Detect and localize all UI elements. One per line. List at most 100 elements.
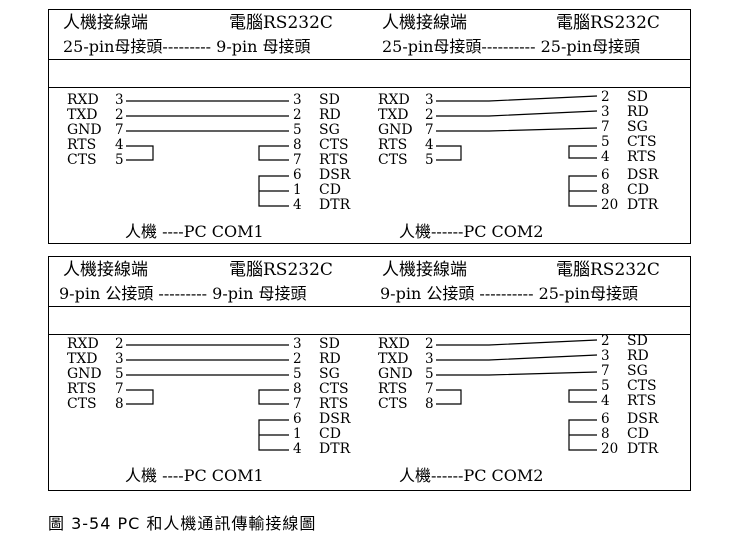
- pc-signal: SG: [319, 122, 340, 138]
- hmi-signal: RTS: [378, 381, 408, 397]
- connector-line: 25-pin母接頭--------- 9-pin 母接頭: [63, 37, 311, 56]
- pc-pin: 2: [601, 333, 610, 349]
- pc-pin: 7: [293, 396, 302, 412]
- hmi-pin: 4: [425, 137, 434, 153]
- figure-caption: 圖 3-54 PC 和人機通訊傳輸接線圖: [48, 514, 317, 533]
- hmi-signal: RTS: [67, 381, 97, 397]
- hmi-signal: RXD: [378, 336, 410, 352]
- pc-pin: 5: [293, 366, 302, 382]
- pc-signal: CTS: [319, 381, 349, 397]
- spacer-band: [49, 59, 690, 88]
- pc-pin: 20: [601, 441, 619, 457]
- pc-pin: 8: [293, 137, 302, 153]
- pc-signal: DTR: [627, 197, 659, 213]
- pc-signal: SD: [319, 336, 340, 352]
- hmi-pin: 3: [115, 92, 124, 108]
- hmi-pin: 2: [425, 336, 434, 352]
- pc-signal: CTS: [627, 134, 657, 150]
- hmi-pin: 5: [425, 366, 434, 382]
- hmi-signal: RXD: [67, 336, 99, 352]
- wiring-panel-bottom: 人機接線端 電腦RS232C 9-pin 公接頭 --------- 9-pin…: [48, 256, 691, 491]
- pc-signal: SD: [627, 333, 648, 349]
- pc-label: 電腦RS232C: [229, 13, 333, 33]
- pc-pin: 2: [601, 89, 610, 105]
- pc-pin: 6: [601, 167, 610, 183]
- pc-pin: 5: [293, 122, 302, 138]
- hmi-pin: 5: [425, 152, 434, 168]
- pc-signal: SG: [627, 363, 648, 379]
- wiring-panel-top: 人機接線端 電腦RS232C 25-pin母接頭--------- 9-pin …: [48, 9, 691, 244]
- hmi-pin: 5: [115, 152, 124, 168]
- pc-pin: 3: [601, 348, 610, 364]
- hmi-pin: 5: [115, 366, 124, 382]
- pc-signal: DSR: [627, 411, 659, 427]
- pc-pin: 4: [601, 149, 610, 165]
- pc-signal: DSR: [319, 167, 351, 183]
- hmi-pin: 2: [115, 107, 124, 123]
- pc-pin: 2: [293, 107, 302, 123]
- hmi-signal: RXD: [67, 92, 99, 108]
- pc-label: 電腦RS232C: [556, 13, 660, 33]
- pc-signal: RTS: [319, 396, 349, 412]
- hmi-signal: RXD: [378, 92, 410, 108]
- pc-signal: RTS: [627, 393, 657, 409]
- pc-signal: DTR: [627, 441, 659, 457]
- pc-signal: RD: [627, 104, 649, 120]
- wiring-lines: [126, 95, 598, 207]
- pc-signal: SD: [319, 92, 340, 108]
- hmi-signal: RTS: [378, 137, 408, 153]
- hmi-signal: CTS: [67, 396, 97, 412]
- pc-pin: 6: [293, 411, 302, 427]
- pc-signal: DSR: [319, 411, 351, 427]
- hmi-pin: 7: [115, 381, 124, 397]
- hmi-signal: GND: [378, 366, 413, 382]
- pc-label: 電腦RS232C: [556, 260, 660, 280]
- device-label: 人機接線端: [63, 13, 148, 33]
- hmi-signal: CTS: [378, 152, 408, 168]
- hmi-signal: TXD: [67, 107, 98, 123]
- hmi-pin: 3: [425, 92, 434, 108]
- pc-pin: 3: [601, 104, 610, 120]
- hmi-pin: 3: [425, 351, 434, 367]
- header-band: [49, 10, 690, 60]
- spacer-band: [49, 306, 690, 335]
- hmi-signal: TXD: [67, 351, 98, 367]
- hmi-pin: 8: [115, 396, 124, 412]
- pc-signal: CD: [627, 426, 649, 442]
- pc-pin: 8: [601, 182, 610, 198]
- hmi-signal: GND: [67, 366, 102, 382]
- cable-label: 人機 ----PC COM1: [125, 466, 264, 485]
- hmi-signal: TXD: [378, 107, 409, 123]
- pc-pin: 2: [293, 351, 302, 367]
- cable-label: 人機 ----PC COM1: [125, 222, 264, 241]
- pc-signal: CD: [319, 426, 341, 442]
- pc-pin: 7: [293, 152, 302, 168]
- connector-line: 25-pin母接頭---------- 25-pin母接頭: [382, 37, 641, 56]
- pc-pin: 5: [601, 134, 610, 150]
- pc-pin: 20: [601, 197, 619, 213]
- hmi-pin: 7: [115, 122, 124, 138]
- hmi-pin: 7: [425, 381, 434, 397]
- pc-signal: RTS: [319, 152, 349, 168]
- pc-signal: CD: [627, 182, 649, 198]
- pc-pin: 8: [293, 381, 302, 397]
- pc-signal: RTS: [627, 149, 657, 165]
- wiring-lines: [126, 339, 598, 451]
- pc-signal: DSR: [627, 167, 659, 183]
- hmi-pin: 4: [115, 137, 124, 153]
- device-label: 人機接線端: [382, 260, 467, 280]
- pc-signal: RD: [627, 348, 649, 364]
- hmi-signal: CTS: [67, 152, 97, 168]
- pc-pin: 1: [293, 182, 302, 198]
- pc-signal: CTS: [627, 378, 657, 394]
- hmi-pin: 3: [115, 351, 124, 367]
- pc-signal: DTR: [319, 197, 351, 213]
- cable-label: 人機------PC COM2: [399, 466, 544, 485]
- pc-pin: 4: [293, 441, 302, 457]
- pc-signal: CD: [319, 182, 341, 198]
- connector-line: 9-pin 公接頭 ---------- 25-pin母接頭: [380, 284, 639, 303]
- header-band: [49, 257, 690, 307]
- hmi-pin: 7: [425, 122, 434, 138]
- connector-line: 9-pin 公接頭 --------- 9-pin 母接頭: [59, 284, 307, 303]
- hmi-signal: GND: [67, 122, 102, 138]
